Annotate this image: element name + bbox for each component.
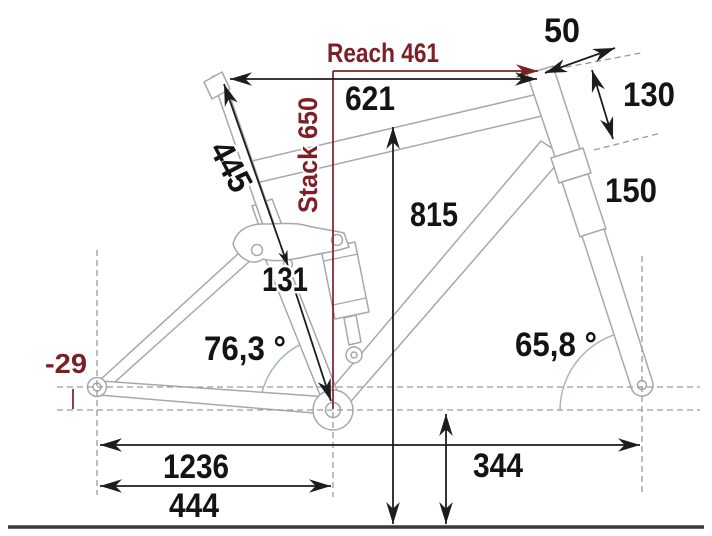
reference-lines [57, 52, 700, 497]
shock-cap-line-top [323, 253, 359, 262]
head-tube-dimension-arrow [591, 69, 614, 140]
chainstay-tube [98, 380, 330, 415]
chainstay-length-label: 444 [169, 487, 219, 525]
head-angle-arc [559, 331, 626, 411]
head-tube-top-dashed-line [545, 52, 642, 72]
head-tube-bottom-dashed-line [593, 132, 662, 151]
stem-dimension-arrow [544, 47, 616, 74]
fork-travel-label: 150 [605, 172, 657, 210]
rocker-pivot-front [250, 243, 264, 257]
dimension-arrows [100, 47, 640, 524]
shock-travel-label: 131 [262, 261, 308, 299]
down-tube [327, 140, 565, 408]
shock-eyelet-bolt-icon [350, 351, 358, 359]
bb-drop-label: -29 [45, 348, 87, 379]
dimension-labels: Reach 461 Stack 650 50 130 621 445 815 1… [43, 10, 678, 528]
wheelbase-label: 1236 [163, 448, 229, 486]
head-tube-angle-label: 65,8 ° [515, 326, 597, 364]
standover-height-label: 815 [410, 196, 458, 234]
head-tube-length-label: 130 [623, 76, 675, 114]
fork-upper-leg [561, 173, 607, 238]
rear-shock-body [320, 241, 370, 320]
shock-shaft [343, 314, 362, 346]
seatstay-tube [99, 251, 252, 391]
rocker-pivot-shock [330, 233, 344, 247]
stem-length-label: 50 [544, 12, 580, 50]
seat-tube-angle-label: 76,3 ° [204, 330, 286, 368]
shock-dimension-arrow [287, 268, 332, 402]
shock-cap-line-bottom [332, 297, 367, 306]
fork-crown [550, 147, 592, 184]
reach-label: Reach 461 [327, 38, 439, 68]
top-tube-length-label: 621 [345, 80, 395, 118]
bb-height-label: 344 [473, 447, 523, 485]
stack-label: Stack 650 [293, 97, 323, 213]
seat-tube-dimension-arrow [223, 83, 289, 267]
red-dimension-lines [72, 64, 538, 409]
fork-lower-leg [581, 228, 654, 397]
